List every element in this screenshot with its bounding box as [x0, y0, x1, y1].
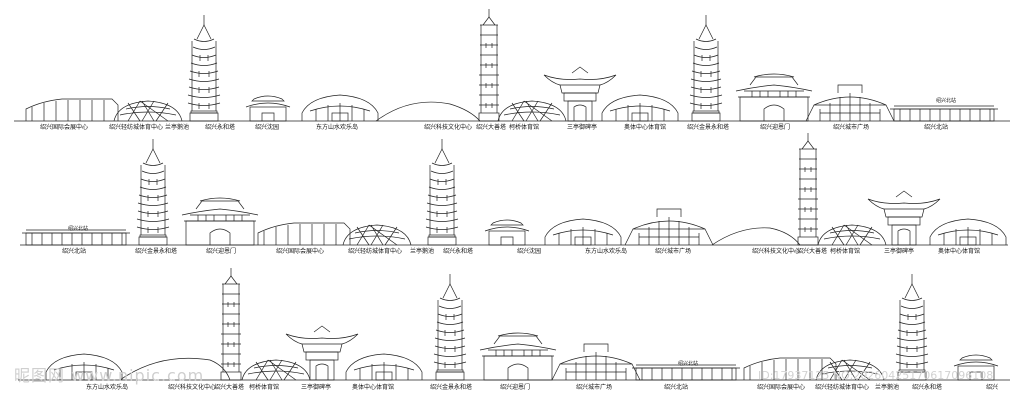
row1-label: 绍兴沈园 — [255, 124, 280, 131]
row3-label: 绍兴金景永和塔 — [430, 384, 473, 391]
station-sign: 绍兴北站 — [678, 361, 699, 367]
row1-label: 奥体中心体育馆 — [624, 124, 667, 131]
row3-label: 东方山水欢乐岛 — [86, 384, 129, 391]
row3-label: 绍兴大善塔 — [214, 384, 245, 391]
row3-label: 绍兴轻纺城体育中心 — [815, 384, 870, 391]
row2-label: 绍兴永和塔 — [443, 248, 474, 255]
row1-label: 绍兴科技文化中心 — [424, 124, 473, 131]
row1-label: 绍兴迎恩门 — [760, 124, 791, 131]
row2-label: 绍兴沈园 — [517, 248, 542, 255]
row2-label: 兰亭鹅池 — [410, 248, 435, 255]
row1-label: 柯桥体育馆 — [509, 124, 540, 131]
row2-label: 绍兴城市广场 — [655, 248, 692, 255]
station-sign: 绍兴北站 — [936, 98, 957, 104]
row3-label: 三亭御碑亭 — [301, 384, 332, 391]
row1-label: 绍兴国际会展中心 — [40, 124, 89, 131]
row2-label: 绍兴北站 — [62, 248, 87, 255]
row1-label: 绍兴永和塔 — [205, 124, 236, 131]
row1-label: 绍兴北站 — [924, 124, 949, 131]
row3-label: 兰亭鹅池 — [875, 384, 900, 391]
row3-label: 绍兴 — [986, 384, 999, 391]
row1-label: 绍兴轻纺城体育中心 — [109, 124, 164, 131]
station-sign: 绍兴北站 — [68, 226, 89, 232]
row2-label: 柯桥体育馆 — [830, 248, 861, 255]
row3-label: 绍兴永和塔 — [912, 384, 943, 391]
row1-label: 三亭御碑亭 — [567, 124, 598, 131]
row3-label: 柯桥体育馆 — [249, 384, 280, 391]
row2-label: 绍兴金景永和塔 — [135, 248, 178, 255]
row2-label: 绍兴轻纺城体育中心 — [348, 248, 403, 255]
row2-label: 东方山水欢乐岛 — [585, 248, 628, 255]
row2-label: 绍兴科技文化中心 — [752, 248, 801, 255]
row3-label: 绍兴科技文化中心 — [168, 384, 217, 391]
row3-label: 绍兴北站 — [664, 384, 689, 391]
row2-label: 绍兴迎恩门 — [206, 248, 237, 255]
row2-label: 绍兴国际会展中心 — [276, 248, 325, 255]
row1-label: 绍兴城市广场 — [833, 124, 870, 131]
row2-label: 绍兴大善塔 — [797, 248, 828, 255]
row1-label: 兰亭鹅池 — [165, 124, 190, 131]
row1-label: 绍兴金景永和塔 — [687, 124, 730, 131]
row3-label: 奥体中心体育馆 — [352, 384, 395, 391]
row2-label: 奥体中心体育馆 — [938, 248, 981, 255]
watermark-left: 昵图网 www.nipic.com — [14, 366, 205, 385]
row2-label: 三亭御碑亭 — [884, 248, 915, 255]
row3-label: 绍兴城市广场 — [576, 384, 613, 391]
watermark-right: ID:17937125 NO:20260425170617096108 — [758, 369, 994, 382]
row1-label: 东方山水欢乐岛 — [316, 124, 359, 131]
row3-label: 绍兴国际会展中心 — [757, 384, 806, 391]
row3-label: 绍兴迎恩门 — [500, 384, 531, 391]
row1-label: 绍兴大善塔 — [476, 124, 507, 131]
